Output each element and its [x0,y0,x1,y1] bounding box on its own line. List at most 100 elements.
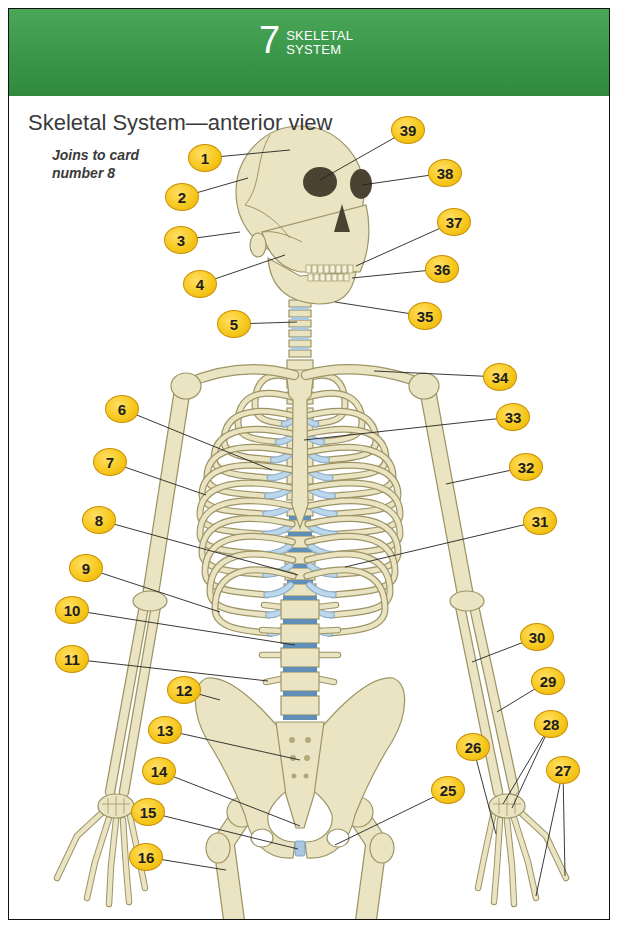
leader-lines [159,771,300,826]
lumbar-spine [283,619,317,624]
lumbar-spine [281,672,319,691]
lumbar-spine [283,715,317,720]
callout-circle: 10 [55,596,89,624]
callout-number: 33 [505,409,522,426]
callout-circle: 35 [408,302,442,330]
callout-circle: 34 [483,363,517,391]
callout-number: 36 [434,261,451,278]
callout-circle: 2 [165,183,199,211]
callout-circle: 27 [546,756,580,784]
pelvis [289,737,295,743]
leader-lines [345,521,540,567]
femurs [370,833,394,863]
skull [334,204,350,232]
spine [288,532,312,536]
femurs [222,815,378,919]
lumbar-spine [283,691,317,696]
humeri [133,591,167,611]
leader-lines [335,790,448,845]
header-band: 7SKELETAL SYSTEM [9,9,609,96]
lumbar-spine [281,696,319,715]
callout-number: 1 [201,150,209,167]
callout-number: 26 [465,739,482,756]
callout-number: 30 [529,629,546,646]
callout-circle: 15 [131,798,165,826]
leader-lines [563,770,565,876]
leader-lines [122,409,272,470]
callout-circle: 28 [534,710,568,738]
skull [342,265,347,273]
leader-lines [86,568,220,612]
lumbar-spine [281,648,319,667]
hands [102,796,130,816]
skull [336,265,341,273]
title-holder: Skeletal System—anterior view [28,110,332,136]
card-number: 7 [259,19,280,61]
skull [324,265,329,273]
callout-number: 39 [400,122,417,139]
callout-number: 12 [176,682,193,699]
callout-number: 34 [492,369,509,386]
leader-lines [72,610,295,645]
note-holder: Joins to card number 8 [52,146,158,182]
pelvis [292,774,297,779]
pelvis [327,829,349,847]
pelvis [305,737,311,743]
callout-circle: 9 [69,554,103,582]
pelvis [195,678,295,858]
leader-lines [72,659,268,681]
skull [268,258,356,304]
callout-circle: 12 [167,676,201,704]
spine [291,327,309,330]
skull [303,167,337,197]
skull [250,233,266,257]
callout-circle: 39 [391,116,425,144]
skull [320,274,325,281]
skull [344,274,349,281]
callout-circle: 30 [520,623,554,651]
hands [98,794,134,818]
callout-number: 4 [196,276,204,293]
callout-number: 13 [157,722,174,739]
callout-number: 27 [555,762,572,779]
skull [236,126,372,304]
spine [289,320,311,327]
lumbar-spine [262,596,338,720]
leader-lines [148,812,298,849]
lumbar-spine [283,667,317,672]
callout-circle: 37 [437,208,471,236]
callout-circle: 8 [82,506,116,534]
callout-number: 9 [82,560,90,577]
callout-circle: 32 [509,453,543,481]
skull [326,274,331,281]
card-title: Skeletal System—anterior view [28,110,332,136]
skull [314,274,319,281]
skull [306,265,311,273]
leader-lines [99,520,298,575]
leader-lines [304,417,513,440]
lumbar-spine [283,596,317,600]
card-note: Joins to card number 8 [52,146,158,182]
humeri [171,373,201,399]
spine [289,350,311,357]
pelvis [305,678,405,858]
callout-number: 29 [540,673,557,690]
leader-lines [374,371,500,377]
skull [245,135,302,242]
callout-number: 32 [518,459,535,476]
callout-number: 8 [95,512,103,529]
callout-circle: 36 [425,255,459,283]
spine [289,310,311,317]
pelvis [304,774,309,779]
sternum [286,370,314,528]
pelvis [276,722,324,828]
skull [338,274,343,281]
callout-number: 38 [437,165,454,182]
spine [291,317,309,320]
callout-circle: 11 [55,645,89,673]
callout-number: 6 [118,401,126,418]
callout-circle: 31 [523,507,557,535]
callout-number: 2 [178,189,186,206]
callout-circle: 29 [531,667,565,695]
callout-number: 10 [64,602,81,619]
